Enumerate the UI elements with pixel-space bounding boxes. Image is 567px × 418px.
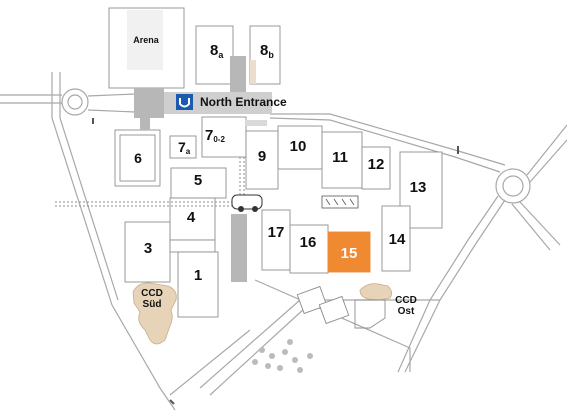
hall-12-label: 12 bbox=[368, 156, 385, 173]
tree-cluster bbox=[252, 339, 313, 373]
hall-7a-label: 7a bbox=[178, 139, 191, 156]
hall-5[interactable] bbox=[170, 167, 227, 199]
hall-8b-label: 8b bbox=[260, 42, 274, 60]
hall-11-label: 11 bbox=[332, 149, 348, 166]
hall-14[interactable] bbox=[381, 205, 411, 272]
hall-8b[interactable] bbox=[249, 25, 281, 85]
hall-3[interactable] bbox=[124, 221, 171, 283]
arena-inner bbox=[127, 10, 163, 70]
perimeter-road-left-inner bbox=[59, 72, 119, 301]
u-bahn-icon[interactable] bbox=[176, 94, 193, 110]
roads bbox=[0, 72, 567, 411]
hall-13-label: 13 bbox=[410, 179, 427, 196]
ccd-sued-label-line2: Süd bbox=[143, 299, 162, 310]
hall-5-label: 5 bbox=[194, 172, 202, 189]
hall-9-label: 9 bbox=[258, 148, 266, 165]
ccd-ost-label-line2: Ost bbox=[398, 306, 415, 317]
hall-9[interactable] bbox=[245, 130, 279, 190]
hall-7[interactable] bbox=[201, 116, 247, 158]
hall-6-label: 6 bbox=[134, 150, 142, 166]
hall-4[interactable] bbox=[169, 197, 216, 241]
west-roundabout bbox=[61, 88, 89, 116]
hall-10-label: 10 bbox=[290, 138, 307, 155]
north-entrance-label: North Entrance bbox=[200, 95, 287, 109]
hall-17-label: 17 bbox=[268, 224, 285, 241]
green-area-ost bbox=[359, 283, 392, 301]
west-road bbox=[0, 94, 62, 104]
hall-12[interactable] bbox=[361, 146, 391, 190]
hall-15-label: 15 bbox=[341, 245, 358, 262]
hall-6[interactable] bbox=[114, 129, 161, 187]
parking-symbols bbox=[321, 195, 359, 209]
hall-15[interactable] bbox=[327, 231, 371, 273]
hall-16[interactable] bbox=[289, 224, 329, 274]
car-icon bbox=[231, 194, 263, 212]
hall-16-label: 16 bbox=[300, 234, 317, 251]
hall-10[interactable] bbox=[277, 125, 323, 170]
hall-8a[interactable] bbox=[195, 25, 234, 85]
hall-2[interactable] bbox=[169, 239, 216, 253]
hall-7-label: 70-2 bbox=[205, 127, 225, 144]
green-area-sued bbox=[132, 282, 177, 345]
arena-label: Arena bbox=[133, 35, 160, 45]
ccd-ost-label-line1: CCD bbox=[395, 295, 417, 306]
hall-7a[interactable] bbox=[169, 135, 197, 159]
hall-1-label: 1 bbox=[194, 267, 202, 284]
north-road bbox=[87, 93, 136, 113]
hall-3-label: 3 bbox=[144, 240, 152, 257]
hall-8a-label: 8a bbox=[210, 42, 224, 60]
hall-1[interactable] bbox=[177, 251, 219, 318]
hall-14-label: 14 bbox=[389, 231, 406, 248]
east-roundabout bbox=[495, 168, 531, 204]
ccd-sued-label-line1: CCD bbox=[141, 288, 163, 299]
hall-4-label: 4 bbox=[187, 209, 196, 226]
ccd-ost-buildings[interactable] bbox=[296, 285, 386, 329]
